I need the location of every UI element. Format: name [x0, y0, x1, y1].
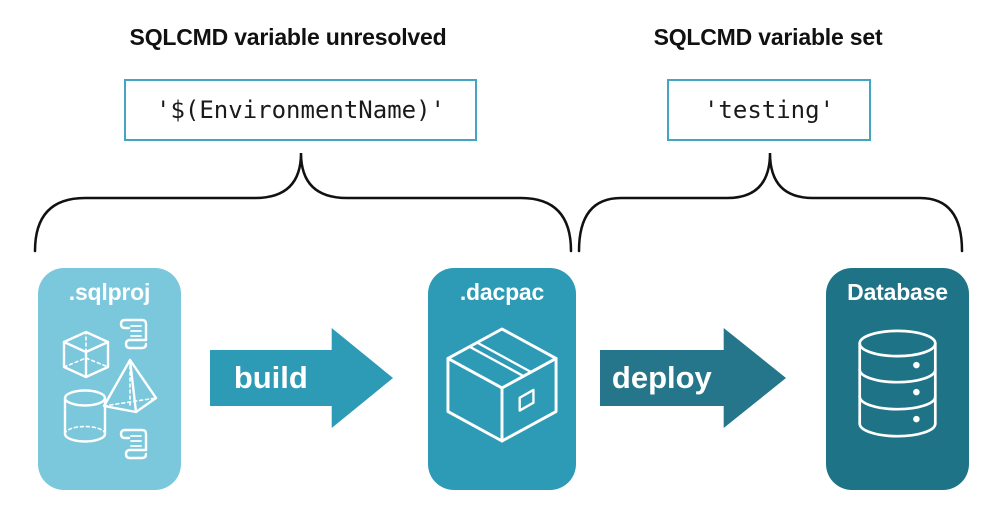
package-box-icon — [445, 326, 559, 449]
node-sqlproj: .sqlproj — [38, 268, 181, 490]
right-brace-icon — [577, 150, 964, 253]
sql-project-objects-icon — [56, 316, 162, 473]
code-value-unresolved: '$(EnvironmentName)' — [156, 96, 445, 124]
heading-variable-set: SQLCMD variable set — [653, 24, 883, 50]
left-brace-icon — [33, 150, 573, 253]
deploy-arrow-label: deploy — [611, 360, 712, 395]
cylinder-icon — [63, 389, 107, 443]
code-value-set: 'testing' — [703, 96, 835, 124]
node-dacpac-label: .dacpac — [459, 279, 545, 305]
node-sqlproj-label: .sqlproj — [68, 279, 151, 305]
scroll-icon — [119, 318, 148, 350]
database-cylinder-icon — [857, 328, 938, 445]
heading-variable-unresolved: SQLCMD variable unresolved — [129, 24, 447, 50]
deploy-arrow: deploy — [600, 328, 786, 428]
code-box-set: 'testing' — [667, 79, 871, 141]
node-dacpac: .dacpac — [428, 268, 576, 490]
node-database: Database — [826, 268, 969, 490]
code-box-unresolved: '$(EnvironmentName)' — [124, 79, 477, 141]
cube-icon — [62, 330, 110, 379]
build-arrow-label: build — [233, 360, 308, 395]
scroll-icon — [119, 428, 148, 460]
pyramid-icon — [102, 358, 158, 414]
node-database-label: Database — [847, 279, 948, 305]
build-arrow: build — [210, 328, 393, 428]
